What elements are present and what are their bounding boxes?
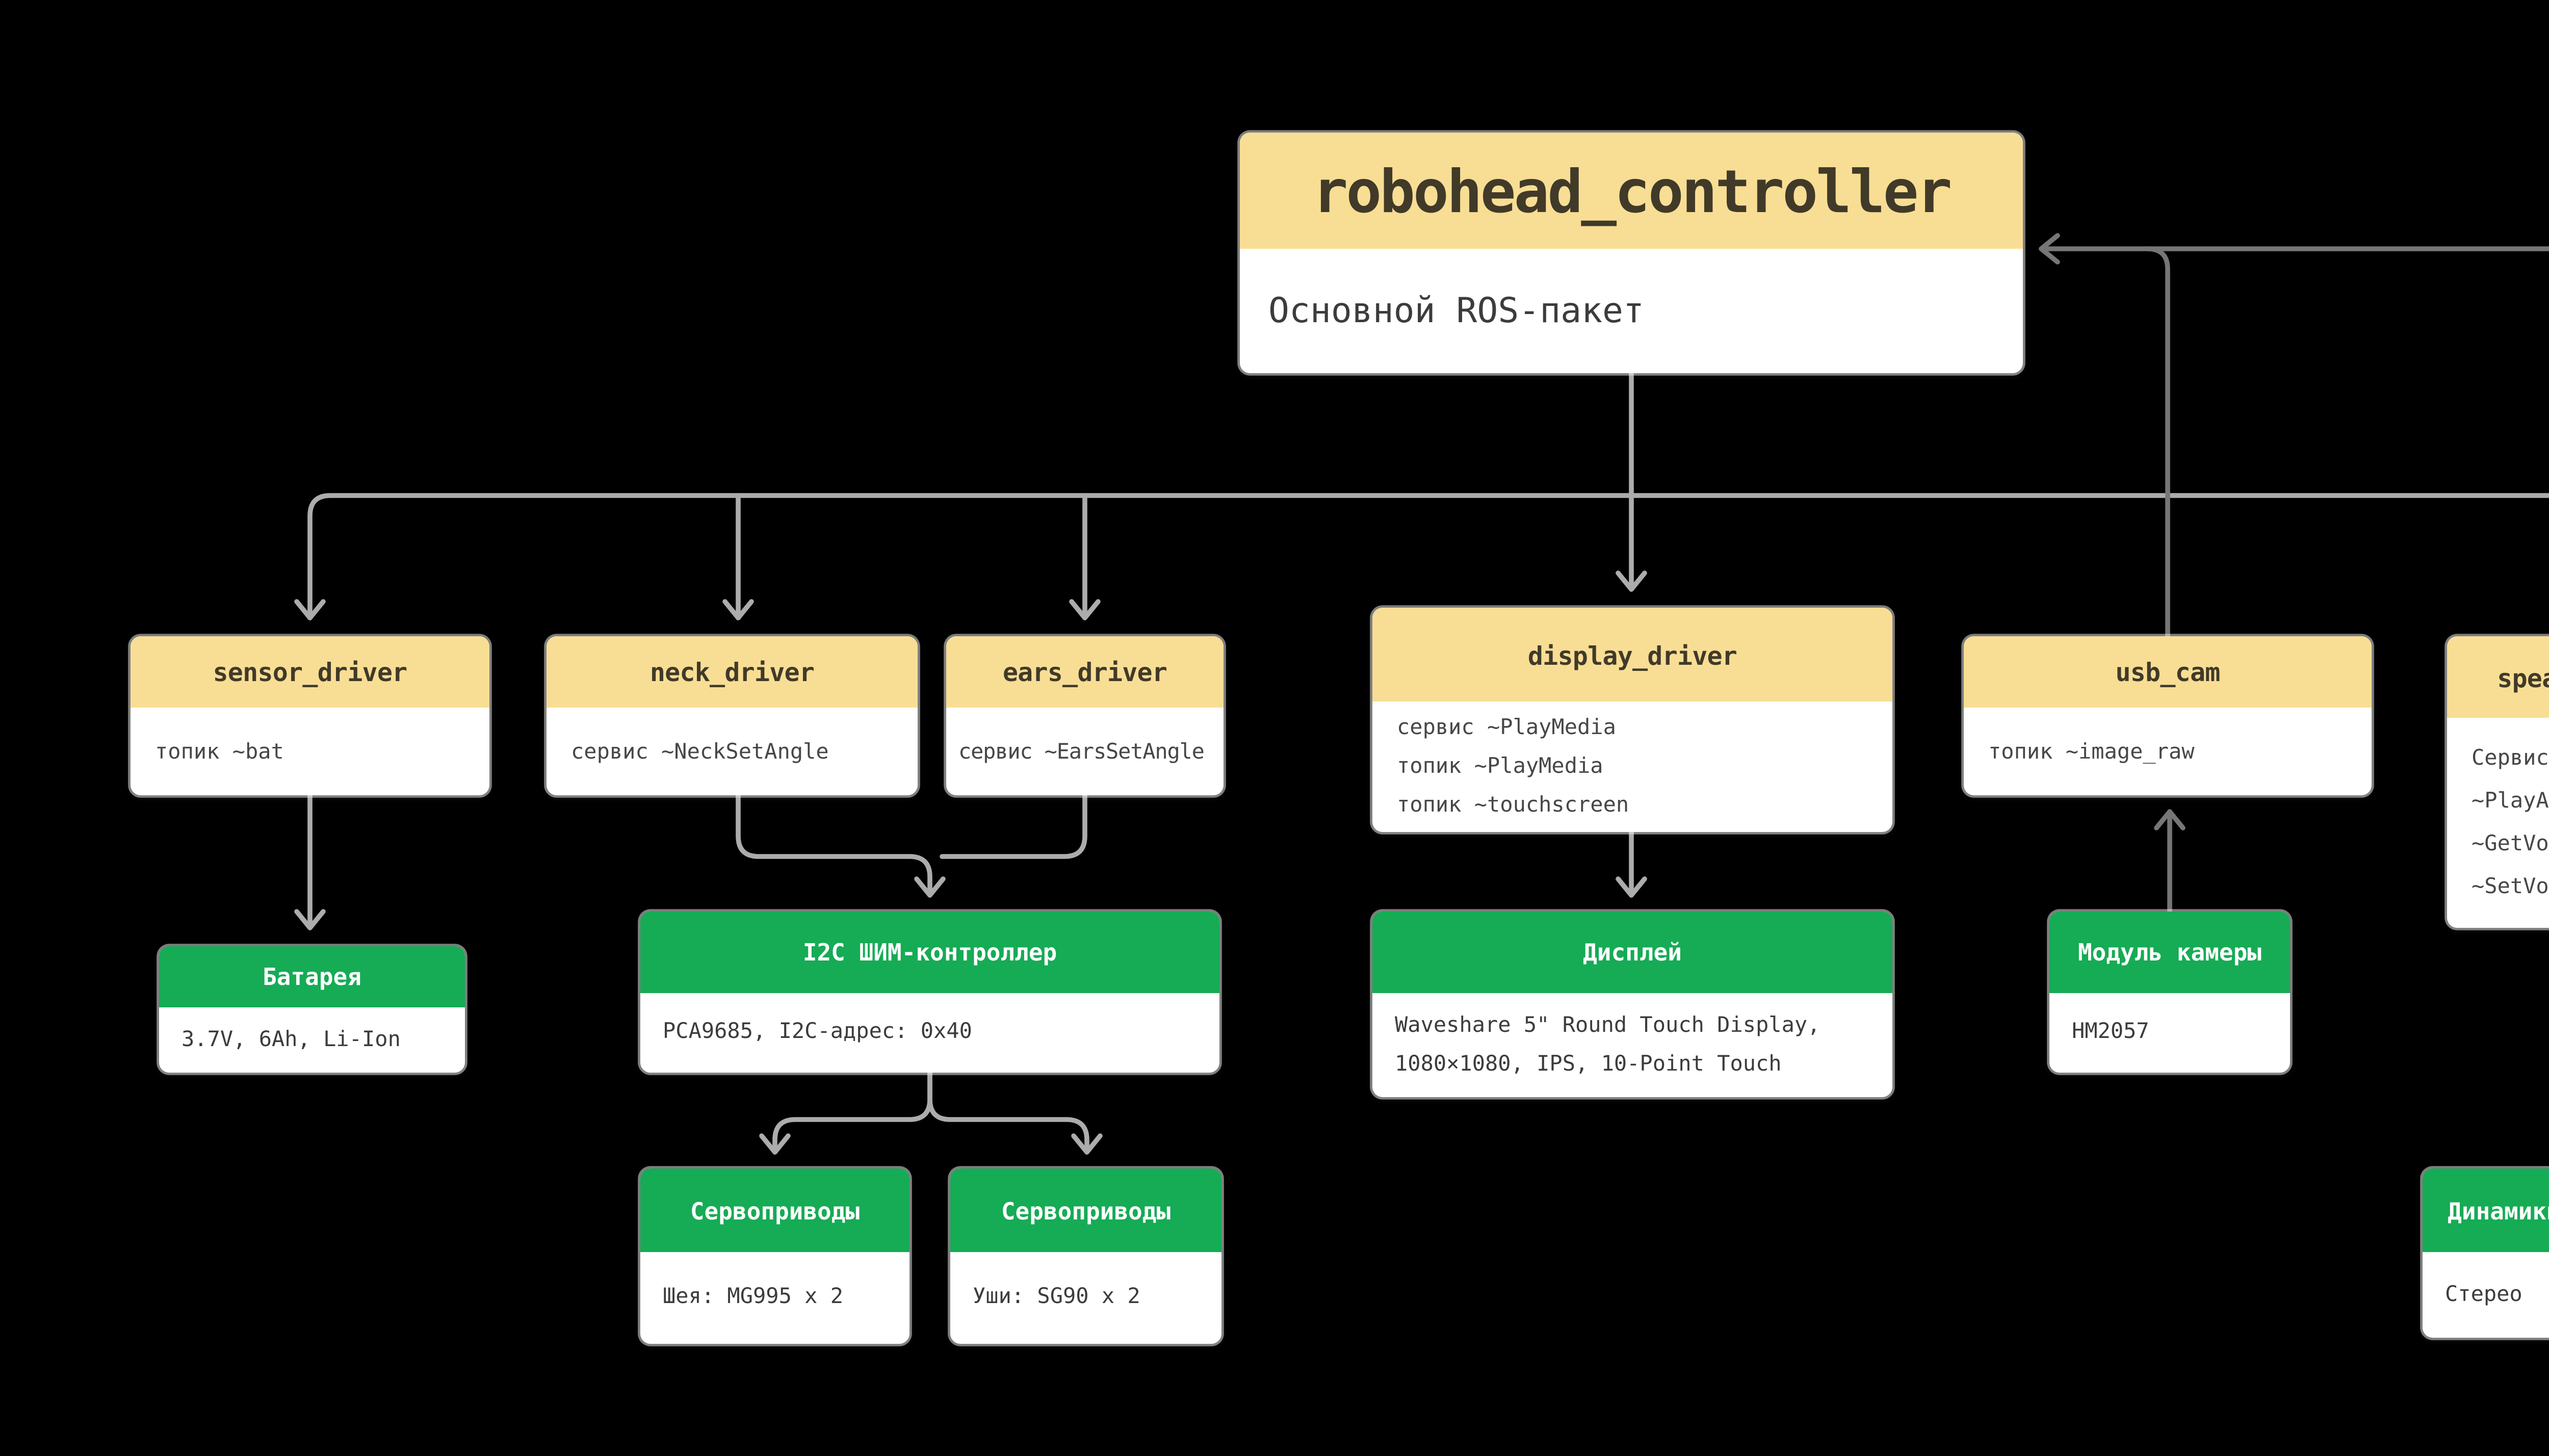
edge-neck-to-pwm [736, 793, 946, 898]
hw-line: 1080×1080, IPS, 10-Point Touch [1395, 1051, 1782, 1076]
hw-line: 3.7V, 6Ah, Li-Ion [181, 1027, 401, 1051]
hw-title: I2C ШИМ-контроллер [640, 912, 1219, 993]
node-ears-driver: ears_driver сервис ~EarsSetAngle [946, 636, 1224, 795]
hw-title: Сервоприводы [640, 1168, 909, 1252]
node-title: robohead_controller [1240, 133, 2023, 249]
hw-pwm-controller: I2C ШИМ-контроллер PCA9685, I2C-адрес: 0… [640, 912, 1219, 1073]
hw-title: Батарея [159, 946, 465, 1007]
node-neck-driver: neck_driver сервис ~NeckSetAngle [547, 636, 918, 795]
hw-title: Модуль камеры [2049, 912, 2290, 993]
hw-servo-neck: Сервоприводы Шея: MG995 x 2 [640, 1168, 909, 1344]
node-line: топик ~PlayMedia [1397, 753, 1603, 778]
edge-ears-to-pwm [940, 793, 1087, 859]
hw-title: Дисплей [1372, 912, 1892, 993]
hw-title: Динамики [2423, 1168, 2549, 1252]
node-line: топик ~bat [155, 739, 284, 764]
node-line: топик ~image_raw [1988, 739, 2195, 764]
edge-voice-to-robohead [2039, 233, 2549, 265]
node-title: display_driver [1372, 608, 1892, 701]
node-display-driver: display_driver сервис ~PlayMedia топик ~… [1372, 608, 1892, 832]
node-line: сервис ~NeckSetAngle [571, 739, 829, 764]
node-speakers-driver: speakers_driver Сервисы: ~PlayAudio ~Get… [2447, 636, 2549, 928]
node-line: ~GetVolume [2472, 831, 2549, 855]
node-line: сервис ~PlayMedia [1397, 715, 1616, 739]
node-title: ears_driver [946, 636, 1224, 708]
node-line: Сервисы: [2472, 745, 2549, 770]
edge-trunk-to-speakers [307, 493, 2549, 518]
node-usb-cam: usb_cam топик ~image_raw [1964, 636, 2372, 795]
hw-line: HM2057 [2072, 1020, 2149, 1044]
node-sensor-driver: sensor_driver топик ~bat [131, 636, 489, 795]
hw-speakers: Динамики Стерео [2423, 1168, 2549, 1338]
node-line: топик ~touchscreen [1397, 792, 1629, 817]
hw-battery: Батарея 3.7V, 6Ah, Li-Ion [159, 946, 465, 1073]
hw-title: Сервоприводы [950, 1168, 1221, 1252]
hw-line: Уши: SG90 x 2 [973, 1285, 1140, 1309]
hw-servo-ears: Сервоприводы Уши: SG90 x 2 [950, 1168, 1221, 1344]
node-robohead-controller: robohead_controller Основной ROS-пакет [1240, 133, 2023, 373]
edge-pwm-to-servo-ears [927, 1070, 1103, 1155]
hw-line: Стерео [2445, 1282, 2522, 1306]
node-title: neck_driver [547, 636, 918, 708]
hw-line: Шея: MG995 x 2 [663, 1285, 844, 1309]
node-line: ~SetVolume [2472, 874, 2549, 898]
node-line: сервис ~EarsSetAngle [958, 739, 1205, 764]
node-title: speakers_driver [2447, 636, 2549, 718]
edge-usbcam-to-trunk [2145, 246, 2170, 639]
node-line: ~PlayAudio [2472, 788, 2549, 813]
hw-line: PCA9685, I2C-адрес: 0x40 [663, 1020, 972, 1044]
node-title: usb_cam [1964, 636, 2372, 708]
node-title: sensor_driver [131, 636, 489, 708]
hw-line: Waveshare 5" Round Touch Display, [1395, 1012, 1820, 1037]
hw-camera-module: Модуль камеры HM2057 [2049, 912, 2290, 1073]
edge-pwm-to-servo-neck [759, 1070, 932, 1155]
node-subtitle: Основной ROS-пакет [1268, 291, 1644, 331]
hw-screen: Дисплей Waveshare 5" Round Touch Display… [1372, 912, 1892, 1097]
